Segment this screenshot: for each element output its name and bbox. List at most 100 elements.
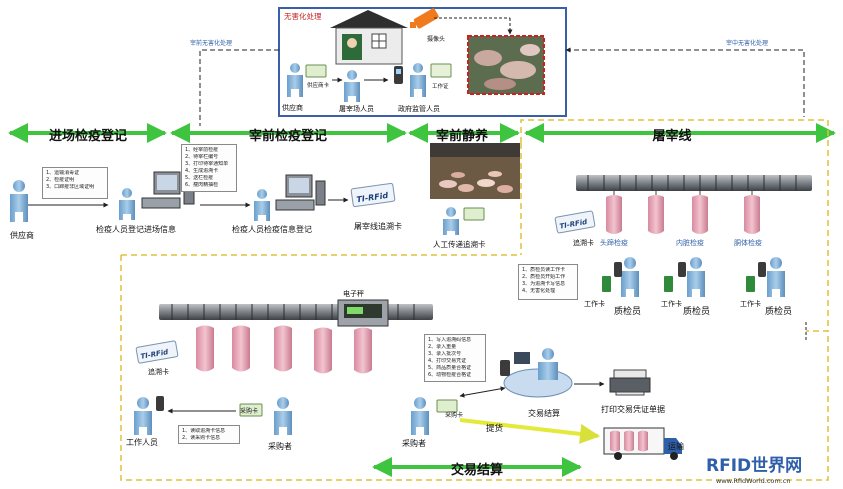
- head-inspection-label: 头蹄检疫: [600, 238, 628, 247]
- stage-pre-inspect-label: 宰前检疫登记: [249, 128, 327, 144]
- inspector-label-1: 质检员: [614, 305, 641, 317]
- inspector-inspect-person: [254, 189, 270, 221]
- stage-line-label: 屠宰线: [652, 128, 691, 144]
- slaughter-staff-label: 屠宰场人员: [339, 104, 374, 113]
- supplier-person-top: [287, 63, 303, 97]
- supplier-person-main: [10, 180, 28, 222]
- pickup-arrow: [459, 418, 600, 444]
- logo-brand: RFID世界网: [706, 456, 802, 476]
- pre-note-5: 5、送栏检疫: [185, 175, 214, 181]
- inspector-label-3: 质检员: [765, 305, 792, 317]
- left-loop-label: 宰前无害化处理: [190, 39, 232, 47]
- manual-relay-person: [443, 207, 459, 235]
- entry-note-2: 2、检疫证明: [46, 177, 75, 183]
- rfid-tag-row1-text: TI-RFid: [356, 191, 389, 204]
- pig-pen-photo: [430, 143, 520, 199]
- settle-note-4: 4、打印交易凭证: [428, 358, 467, 364]
- inspector-label-2: 质检员: [683, 305, 710, 317]
- trade-rail-ticks: [171, 304, 415, 320]
- line-region-border: [520, 119, 829, 332]
- trace-manual-label: 人工传递追溯卡: [433, 239, 486, 249]
- settle-note-5: 5、商品质量合格证: [428, 365, 472, 371]
- buyer-person-1: [274, 397, 292, 435]
- buyer-person-2: [411, 397, 429, 435]
- trade-rail: [159, 304, 433, 320]
- rfidworld-logo: RFID世界网 www.RfidWorld.com.cn: [706, 456, 802, 485]
- settle-note-1: 1、写入追溯码信息: [428, 337, 472, 343]
- carcass-inspection-label: 胴体检疫: [734, 238, 762, 247]
- buyer-card-label-1: 采购卡: [240, 407, 258, 415]
- supplier-card-top-label: 供应商卡: [307, 81, 330, 89]
- computer-inspect: [275, 174, 326, 211]
- work-card-top: [430, 63, 452, 78]
- buyer-label-1: 采购者: [268, 441, 292, 451]
- settle-notes-box: 1、写入追溯码信息 2、录入重量 3、录入批次号 4、打印交易凭证 5、商品质量…: [424, 334, 486, 382]
- pre-note-1: 1、经宰前检疫: [185, 147, 219, 153]
- settlement-station: [500, 348, 573, 398]
- carcass-trade-3: [274, 325, 292, 372]
- arrow-buyer-settle: [459, 386, 506, 398]
- trace-line-label: 屠宰线追溯卡: [354, 221, 402, 231]
- supplier-card-top: [305, 64, 327, 78]
- worker-note-2: 2、读采购卡信息: [182, 435, 221, 441]
- register-inspect-label: 检疫人员检疫信息登记: [232, 224, 312, 234]
- inspect-note-2: 2、质检员开始工作: [522, 274, 566, 280]
- stage-rest-label: 宰前静养: [436, 128, 489, 144]
- settle-note-2: 2、录入重量: [428, 344, 457, 350]
- rfid-tag-row1: TI-RFid: [350, 182, 396, 208]
- gov-staff-label: 政府监管人员: [398, 104, 440, 113]
- buyer-card-1: [239, 403, 263, 417]
- worker-person: [134, 396, 164, 435]
- inspect-notes-box: 1、质检员读工作卡 2、质检员开始工作 3、为追溯卡写信息 4、无害化处理: [518, 264, 578, 300]
- buyer-card-2: [436, 399, 458, 413]
- right-loop-line: [565, 47, 805, 117]
- settle-label: 交易结算: [528, 408, 560, 418]
- stage-trade-label: 交易结算: [451, 462, 503, 478]
- gov-staff-person: [410, 63, 426, 97]
- settle-note-3: 3、录入批次号: [428, 351, 462, 357]
- carcass-line-3: [692, 191, 708, 234]
- buyer-label-2: 采购者: [402, 438, 426, 448]
- worker-note-1: 1、读取追溯卡信息: [182, 428, 226, 434]
- supplier-main-label: 供应商: [10, 230, 34, 240]
- carcass-trade-4: [314, 327, 332, 374]
- work-card-label-2: 工作卡: [661, 299, 682, 308]
- scale-label: 电子秤: [343, 289, 364, 298]
- trade-region-border: [120, 255, 829, 481]
- pre-note-4: 4、生成追溯卡: [185, 168, 219, 174]
- carcass-line-4: [744, 191, 760, 234]
- rfid-tag-line: TI-RFid: [554, 210, 596, 234]
- trade-trace-card-label: 追溯卡: [148, 367, 169, 376]
- pre-inspect-notes-box: 1、经宰前检疫 2、待宰栏编号 3、打印待宰通知单 4、生成追溯卡 5、送栏检疫…: [181, 144, 237, 192]
- slaughter-rail-ticks: [587, 175, 797, 191]
- transport-label: 运输: [668, 441, 684, 451]
- inspector-1: [602, 257, 639, 297]
- carcass-trade-5: [354, 327, 372, 374]
- camera-label: 摄像头: [427, 35, 445, 43]
- printer-icon: [609, 369, 651, 396]
- work-card-label-3: 工作卡: [740, 299, 761, 308]
- disposal-photo: [467, 35, 545, 95]
- logo-url: www.RfidWorld.com.cn: [716, 477, 791, 485]
- slaughter-rail: [576, 175, 812, 191]
- slaughter-staff-person: [344, 70, 360, 102]
- inspect-note-1: 1、质检员读工作卡: [522, 267, 566, 273]
- line-trace-card-label: 追溯卡: [573, 238, 594, 247]
- slaughterhouse-icon: [330, 10, 408, 65]
- carcass-line-1: [606, 191, 622, 234]
- pre-note-6: 6、瘦肉精抽检: [185, 182, 219, 188]
- inspector-3: [746, 257, 785, 297]
- entry-note-1: 1、运输消毒证: [46, 170, 80, 176]
- inspector-entry-person: [119, 188, 135, 220]
- manual-relay-card: [463, 207, 485, 221]
- inspect-note-3: 3、为追溯卡写信息: [522, 281, 566, 287]
- electronic-scale: [337, 299, 389, 327]
- transport-truck: [603, 427, 682, 460]
- stage-entry-label: 进场检疫登记: [49, 128, 127, 144]
- settle-note-6: 6、动物检疫合格证: [428, 372, 472, 378]
- right-loop-label: 宰中无害化处理: [726, 39, 768, 47]
- inspector-2: [664, 257, 705, 297]
- work-card-label-1: 工作卡: [584, 299, 605, 308]
- register-entry-label: 检疫人员登记进场信息: [96, 224, 176, 234]
